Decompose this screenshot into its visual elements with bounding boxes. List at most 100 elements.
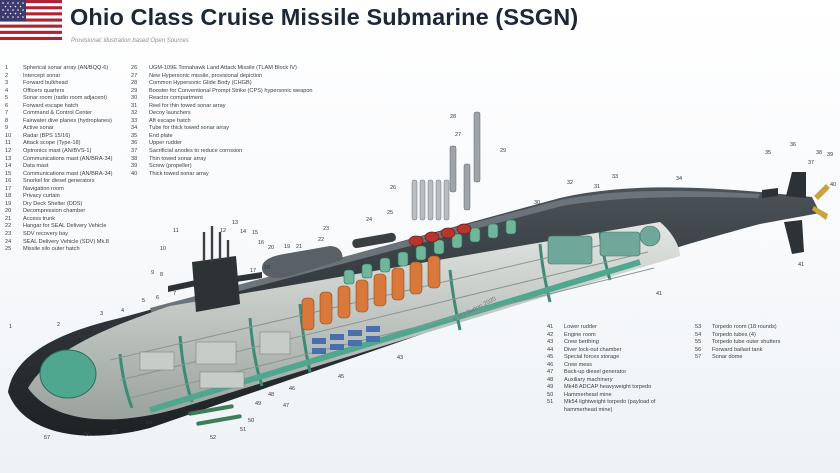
callout-23: 23	[323, 226, 330, 232]
legend-item-label: Special forces storage	[564, 354, 620, 361]
legend-item-label: Thick towed sonar array	[149, 170, 209, 177]
legend-item-number: 48	[547, 376, 554, 383]
legend-item-label: Forward ballast tank	[712, 346, 763, 353]
callout-47: 47	[283, 403, 290, 409]
sail-masts	[202, 226, 230, 262]
callout-11: 11	[173, 228, 179, 234]
callout-48: 48	[268, 392, 275, 398]
legend-item-label: Engine room	[564, 331, 596, 338]
legend-item-number: 45	[547, 354, 554, 361]
dry-deck-shelter	[262, 246, 343, 278]
legend-item-number: 26	[131, 65, 138, 71]
legend-item-number: 12	[5, 148, 12, 155]
legend-item: 45 Special forces storage	[547, 354, 655, 362]
legend-item-label: Sonar room (radio room adjacent)	[23, 95, 107, 102]
legend-item-number: 6	[5, 102, 9, 109]
legend-item-number: 30	[131, 95, 138, 102]
legend-item-label: New Hypersonic missile, provisional depi…	[149, 72, 263, 79]
callout-3: 3	[100, 311, 104, 317]
callout-13: 13	[232, 220, 239, 226]
legend-item-number: 23	[5, 231, 12, 238]
callout-36: 36	[790, 142, 797, 148]
legend-item-number: 20	[5, 208, 12, 215]
legend-item-label: Navigation room	[23, 185, 64, 192]
crew-compartments	[139, 331, 291, 389]
legend-item-number	[547, 407, 564, 415]
legend-item-number: 21	[5, 215, 12, 222]
hypersonic-missiles	[449, 111, 481, 211]
missile-canisters-green	[343, 219, 517, 285]
legend-item-label: Officers quarters	[23, 87, 65, 94]
legend-item-number: 53	[695, 324, 702, 330]
legend-item-label: Aft escape hatch	[149, 117, 191, 124]
lower-rudder	[784, 220, 804, 254]
callout-18: 18	[264, 265, 271, 271]
legend-item-label: Tube for thick towed sonar array	[149, 125, 230, 132]
legend-item-number: 18	[5, 193, 12, 200]
us-flag-icon	[0, 0, 62, 40]
legend-item-label: Communications mast (AN/BRA-34)	[23, 170, 113, 177]
sail	[192, 256, 240, 312]
legend-item-number: 31	[131, 102, 138, 109]
legend-item-label: Radar (BPS 15/16)	[23, 132, 71, 139]
legend-item-number: 40	[131, 170, 138, 177]
legend-item-number: 4	[5, 87, 9, 94]
stern-planes	[762, 188, 778, 198]
callout-24: 24	[366, 217, 373, 223]
callout-1: 1	[9, 324, 13, 330]
legend-item-number: 2	[5, 72, 9, 79]
legend-item-label: Decompression chamber	[23, 208, 86, 215]
legend-item-label: Hangar for SEAL Delivery Vehicle	[23, 223, 107, 230]
legend-item-label: Mk48 ADCAP heavyweight torpedo	[564, 384, 652, 391]
callout-2: 2	[57, 322, 61, 328]
callout-4: 4	[121, 308, 125, 314]
callout-19: 19	[284, 244, 291, 250]
legend-item-number: 47	[547, 369, 554, 376]
legend-item-number: 27	[131, 72, 138, 79]
legend-item-number: 8	[5, 117, 9, 124]
callout-37: 37	[808, 160, 815, 166]
legend-item: 15 Communications mast (AN/BRA-34)	[5, 171, 113, 179]
callout-46: 46	[289, 386, 296, 392]
legend-item-label: Access trunk	[23, 215, 56, 222]
callout-12: 12	[220, 228, 227, 234]
legend-item-number: 57	[695, 354, 702, 361]
page-subtitle: Provisional; illustration based Open Sou…	[71, 38, 189, 44]
legend-item-number: 16	[5, 178, 12, 185]
legend-item-number: 37	[131, 148, 138, 155]
legend-item-number: 44	[547, 346, 554, 353]
legend-item-number: 19	[5, 200, 12, 207]
legend-item-label: Booster for Conventional Prompt Strike (…	[149, 87, 313, 94]
legend-item-number: 10	[5, 132, 12, 139]
callout-6: 6	[156, 295, 160, 301]
legend-item-number: 35	[131, 132, 138, 139]
page-title: Ohio Class Cruise Missile Submarine (SSG…	[70, 4, 579, 30]
legend-item-label: Spherical sonar array (AN/BQQ-6)	[23, 65, 109, 71]
legend-item: hammerhead mine)	[547, 407, 655, 415]
tomahawk-missiles	[411, 179, 450, 221]
legend-item-number: 15	[5, 170, 12, 177]
callout-25: 25	[387, 210, 394, 216]
callout-54: 54	[146, 420, 153, 426]
